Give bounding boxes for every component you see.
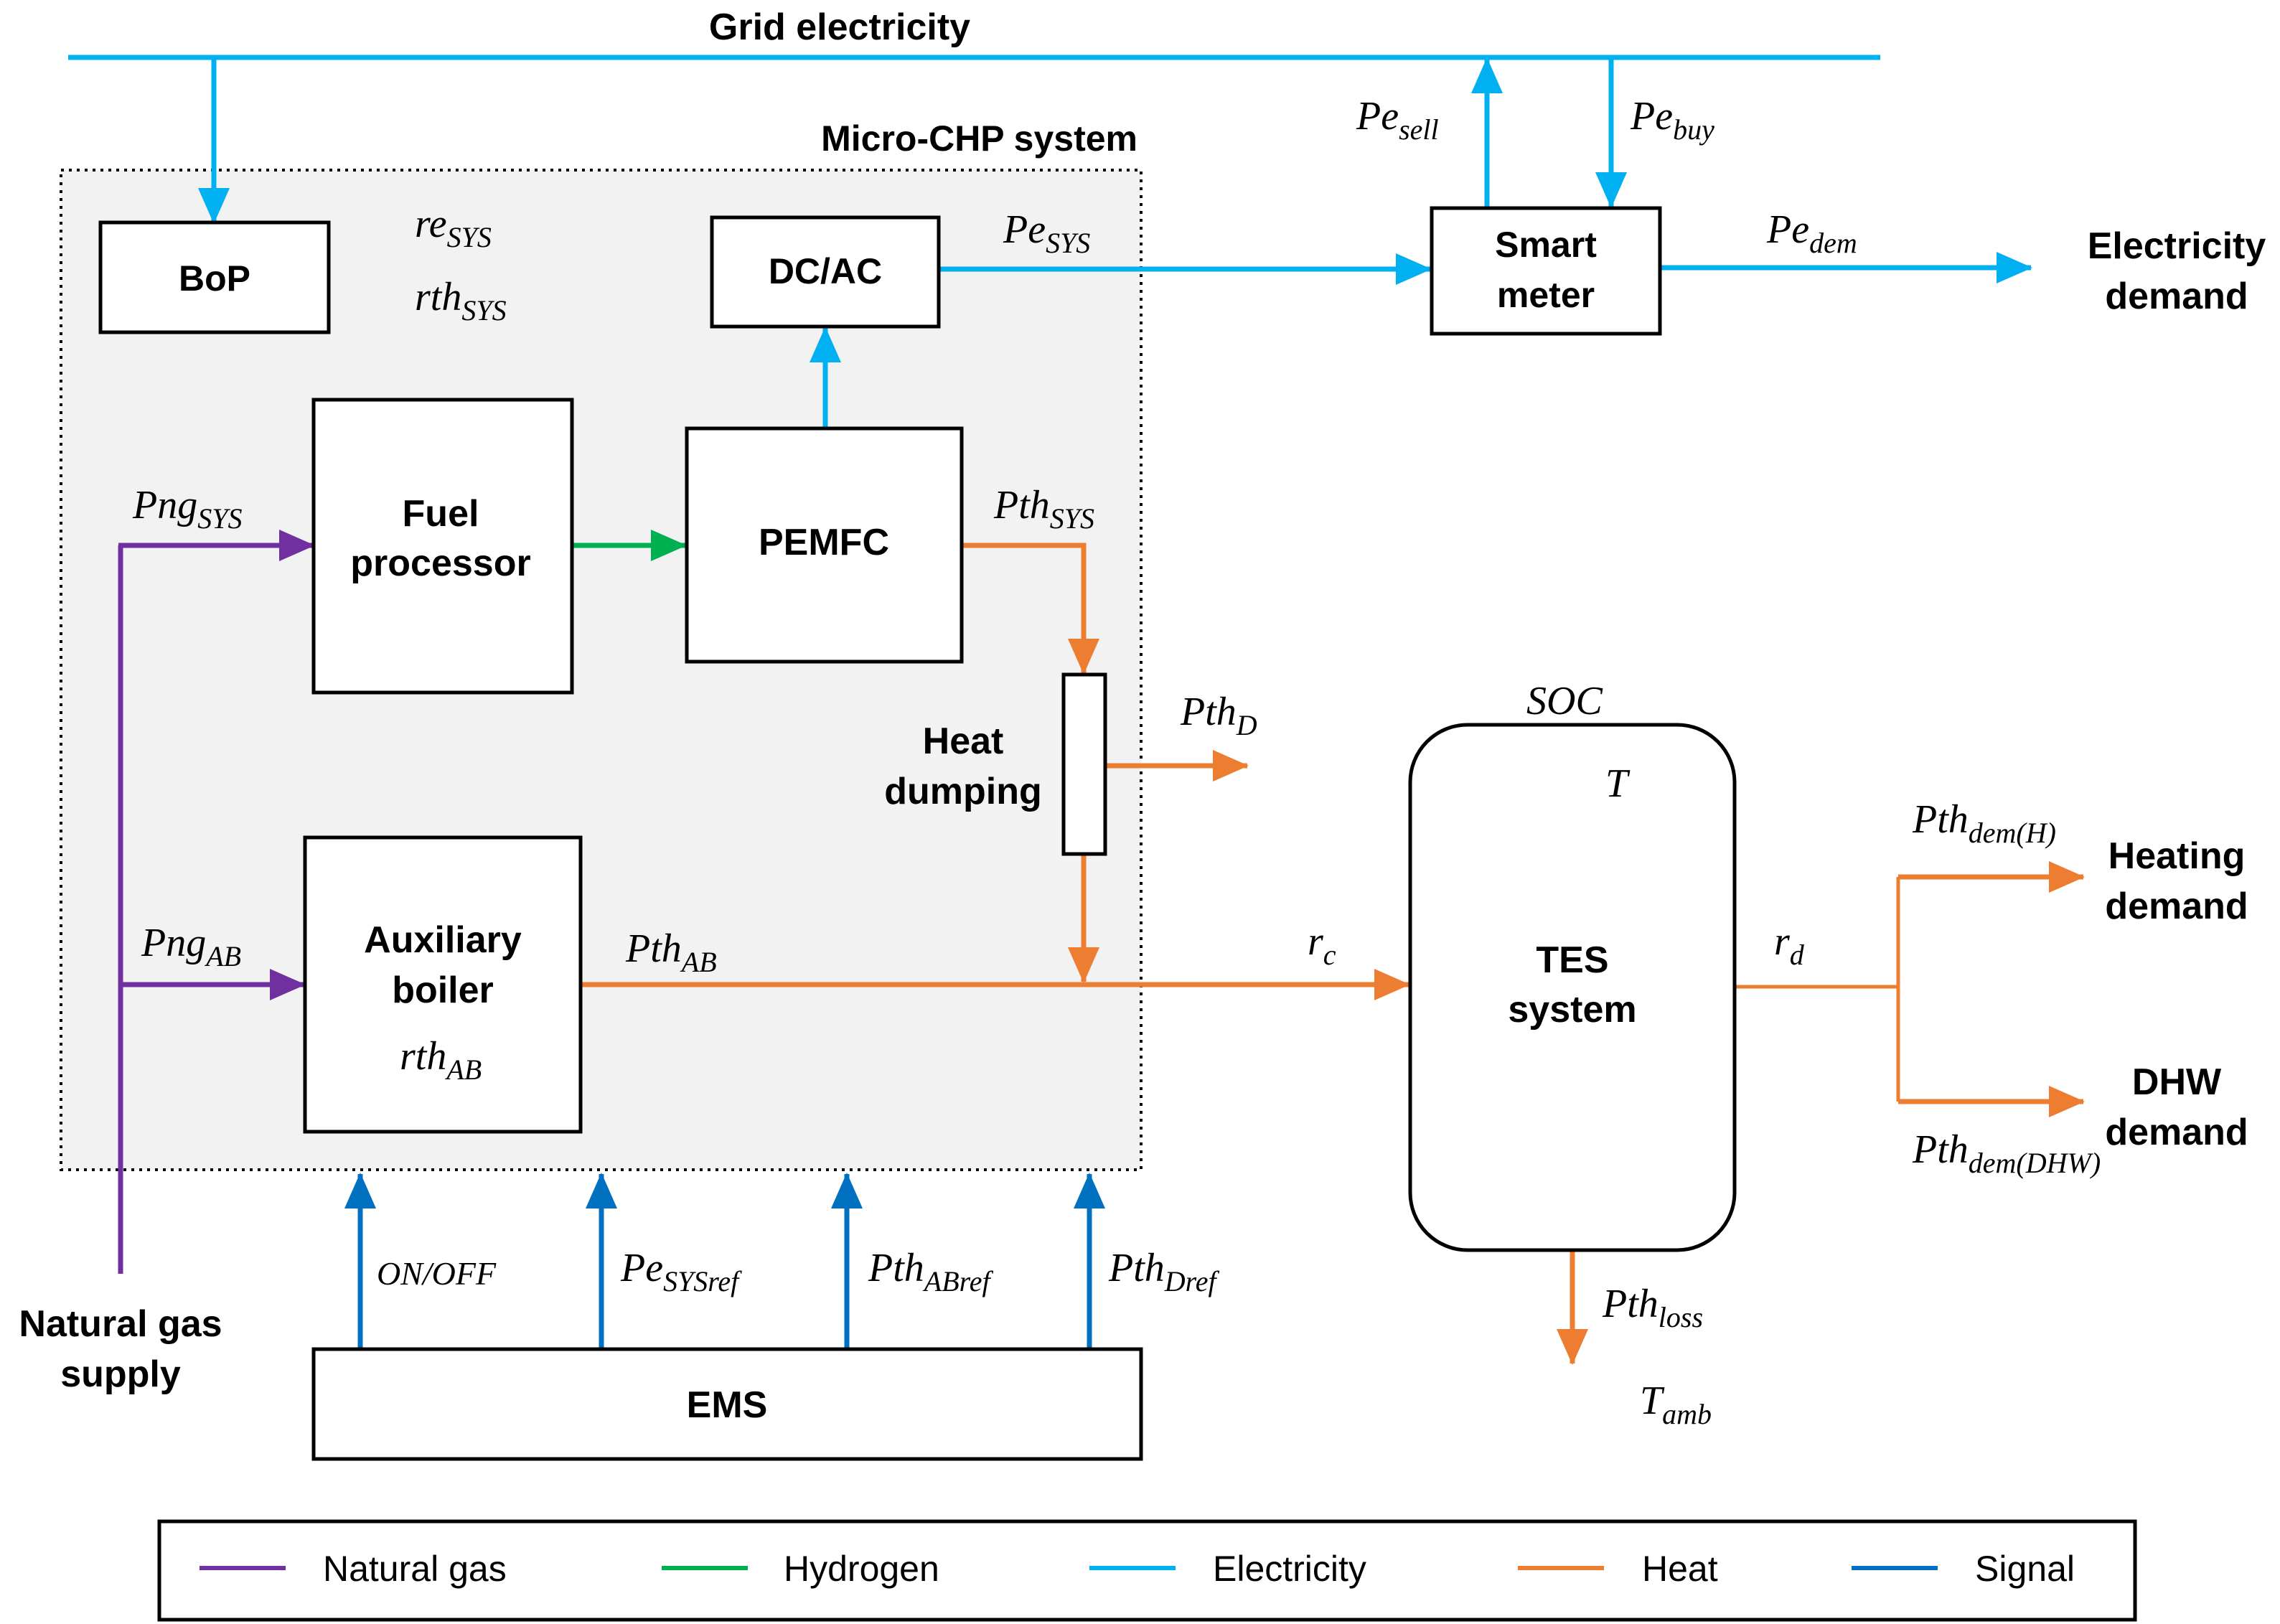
pemfc-block: PEMFC <box>685 426 964 664</box>
signal-lines <box>344 1173 1105 1349</box>
tes-system-block: TES system <box>1408 723 1737 1252</box>
rth-sys-label: rthSYS <box>415 275 507 327</box>
pth-loss-label: Pthloss <box>1602 1282 1703 1333</box>
legend-item-natural-gas: Natural gas <box>200 1549 507 1589</box>
soc-label: SOC <box>1526 679 1603 723</box>
electricity-demand-label-2: demand <box>2105 276 2248 317</box>
bop-block: BoP <box>98 220 331 334</box>
auxiliary-boiler-label-2: boiler <box>392 970 494 1011</box>
auxiliary-boiler-label-1: Auxiliary <box>364 919 522 961</box>
dhw-demand-label-1: DHW <box>2132 1061 2222 1103</box>
natural-gas-lines <box>118 530 315 1274</box>
pe-sys-label: PeSYS <box>1003 207 1090 259</box>
natural-gas-supply-label-1: Natural gas <box>19 1303 222 1345</box>
heating-demand-label-2: demand <box>2105 886 2248 927</box>
ems-block: EMS <box>311 1347 1143 1461</box>
legend-label-hydrogen: Hydrogen <box>784 1549 939 1589</box>
legend-item-heat: Heat <box>1518 1549 1718 1589</box>
heat-dumping-block: Heat dumping <box>884 672 1107 856</box>
heat-lines <box>581 543 2085 1365</box>
t-label: T <box>1605 761 1631 806</box>
micro-chp-region <box>60 169 1143 1171</box>
auxiliary-boiler-block: Auxiliary boiler <box>303 835 583 1134</box>
legend-label-heat: Heat <box>1642 1549 1718 1589</box>
legend-item-hydrogen: Hydrogen <box>662 1549 939 1589</box>
heating-demand-label-1: Heating <box>2108 835 2246 877</box>
bop-label: BoP <box>179 258 250 299</box>
pe-sys-ref-label: PeSYSref <box>620 1246 742 1297</box>
pe-sell-label: Pesell <box>1356 94 1439 146</box>
grid-electricity-title: Grid electricity <box>709 6 970 48</box>
heat-dumping-label-1: Heat <box>923 721 1004 762</box>
tes-label-1: TES <box>1536 939 1608 981</box>
legend-label-electricity: Electricity <box>1213 1549 1366 1589</box>
legend-label-signal: Signal <box>1975 1549 2075 1589</box>
png-ab-label: PngAB <box>141 921 241 972</box>
t-amb-label: Tamb <box>1640 1379 1712 1430</box>
micro-chp-label: Micro-CHP system <box>821 118 1137 159</box>
r-c-label: rc <box>1308 919 1336 971</box>
on-off-label: ON/OFF <box>377 1255 497 1292</box>
png-sys-label: PngSYS <box>132 483 242 535</box>
legend: Natural gas Hydrogen Electricity Heat Si… <box>157 1519 2137 1622</box>
pth-ab-ref-label: PthABref <box>868 1246 993 1297</box>
pe-buy-label: Pebuy <box>1630 94 1714 146</box>
pe-dem-label: Pedem <box>1766 207 1857 259</box>
legend-item-electricity: Electricity <box>1089 1549 1366 1589</box>
fuel-processor-label-2: processor <box>350 543 530 584</box>
natural-gas-supply-label-2: supply <box>60 1353 181 1395</box>
pth-d-ref-label: PthDref <box>1108 1246 1219 1297</box>
dhw-demand-label-2: demand <box>2105 1112 2248 1153</box>
pth-dem-h-label: Pthdem(H) <box>1912 797 2056 849</box>
legend-box <box>157 1519 2137 1622</box>
pth-d-label: PthD <box>1180 690 1257 741</box>
pth-dem-dhw-label: Pthdem(DHW) <box>1912 1127 2101 1179</box>
rth-ab-label: rthAB <box>400 1034 482 1086</box>
re-sys-label: reSYS <box>415 202 492 253</box>
smart-meter-label-1: Smart <box>1495 225 1597 265</box>
pemfc-label: PEMFC <box>759 522 889 563</box>
pth-sys-path <box>962 543 1099 675</box>
dcac-label: DC/AC <box>769 251 882 291</box>
dcac-block: DC/AC <box>710 215 941 329</box>
fuel-processor-label-1: Fuel <box>403 493 479 535</box>
electricity-lines <box>68 55 2032 428</box>
pth-sys-label: PthSYS <box>993 483 1094 535</box>
electricity-demand-label-1: Electricity <box>2088 225 2266 267</box>
smart-meter-block: Smart meter <box>1430 206 1662 336</box>
fuel-processor-block: Fuel processor <box>311 398 574 695</box>
pth-ab-label: PthAB <box>625 926 717 978</box>
tes-label-2: system <box>1508 989 1636 1031</box>
heat-dumping-label-2: dumping <box>884 771 1042 812</box>
legend-label-natural-gas: Natural gas <box>323 1549 507 1589</box>
smart-meter-label-2: meter <box>1497 275 1595 315</box>
ems-label: EMS <box>687 1384 768 1426</box>
r-d-label: rd <box>1774 919 1805 971</box>
legend-item-signal: Signal <box>1852 1549 2075 1589</box>
